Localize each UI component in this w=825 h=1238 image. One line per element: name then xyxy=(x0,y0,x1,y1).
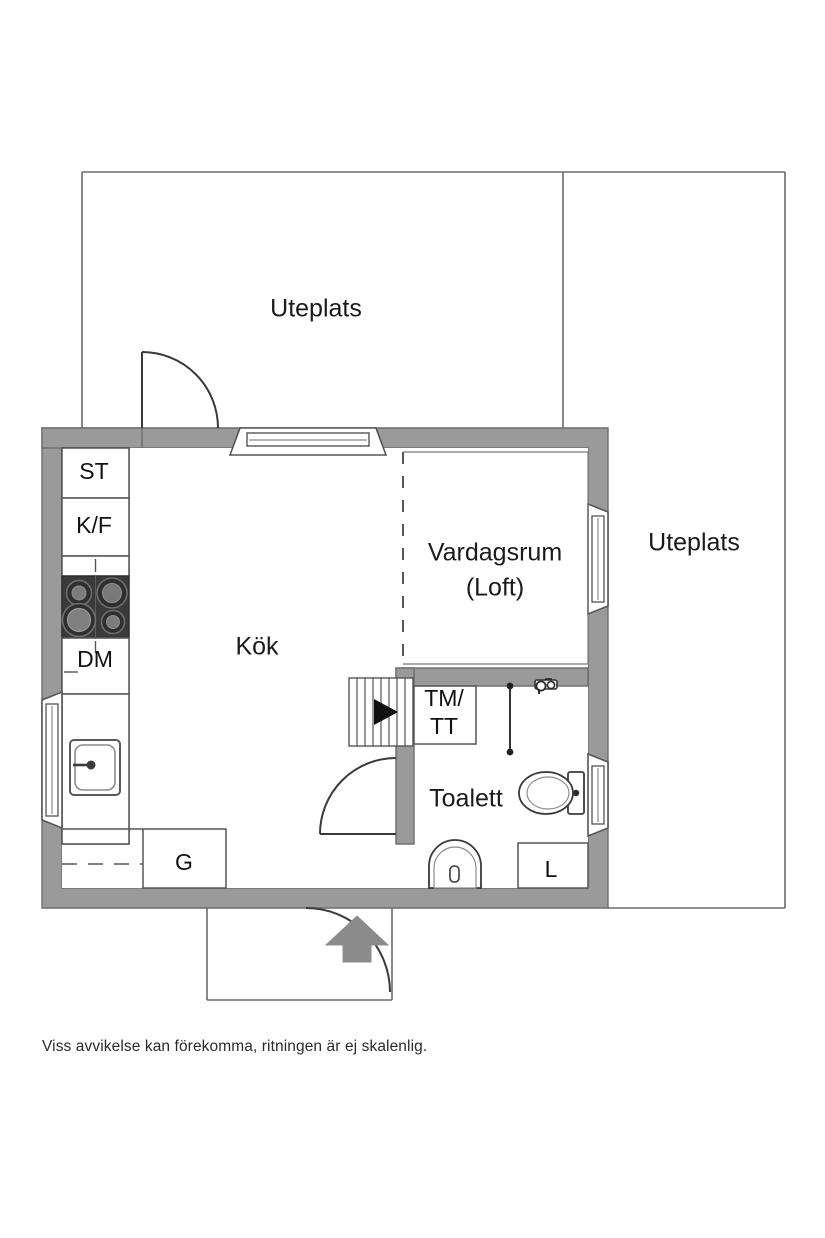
entrance-direction-arrow-icon xyxy=(324,915,390,963)
shower-curtain-rail-icon xyxy=(506,682,514,756)
unit-label-l: L xyxy=(545,856,558,882)
unit-label-st: ST xyxy=(79,458,108,484)
room-label-uteplats-right: Uteplats xyxy=(648,529,740,557)
patio-outlines xyxy=(81,171,786,1001)
unit-label-dm: DM xyxy=(77,646,113,672)
patio-door-top-left xyxy=(141,351,219,429)
wall-nib-top-left xyxy=(41,427,143,449)
room-label-kok: Kök xyxy=(235,633,279,661)
unit-label-tt: TT xyxy=(430,713,458,739)
kitchen-sink-icon xyxy=(69,739,121,796)
cabinet-g xyxy=(142,828,227,889)
living-room-outline xyxy=(403,451,589,665)
appliance-tm-tt xyxy=(413,685,477,745)
unit-label-g: G xyxy=(175,849,193,875)
staircase-icon xyxy=(348,677,414,747)
window-right-lower xyxy=(587,752,609,838)
unit-label-tm: TM/ xyxy=(424,685,464,711)
toilet-icon xyxy=(518,771,585,815)
shower-mixer-icon xyxy=(534,678,558,694)
cooktop-icon xyxy=(61,575,130,639)
room-label-vardagsrum-loft: (Loft) xyxy=(466,574,524,602)
room-label-uteplats-top: Uteplats xyxy=(270,295,362,323)
window-left-wall xyxy=(41,690,63,830)
cabinet-l xyxy=(517,842,589,889)
stair-direction-arrow-icon xyxy=(374,699,398,725)
room-label-vardagsrum: Vardagsrum xyxy=(428,539,562,567)
sliding-glass-door-top xyxy=(228,427,388,456)
drawing-disclaimer-caption: Viss avvikelse kan förekomma, ritningen … xyxy=(42,1038,428,1055)
bathroom-sink-icon xyxy=(428,839,482,889)
top-wall-openings xyxy=(141,351,388,456)
bathroom-door-swing xyxy=(319,757,397,835)
room-label-toalett: Toalett xyxy=(429,785,503,813)
kitchen-cabinet-run xyxy=(61,447,227,889)
window-right-upper xyxy=(587,502,609,616)
interior-floor xyxy=(62,448,589,888)
unit-label-kf: K/F xyxy=(76,512,112,538)
